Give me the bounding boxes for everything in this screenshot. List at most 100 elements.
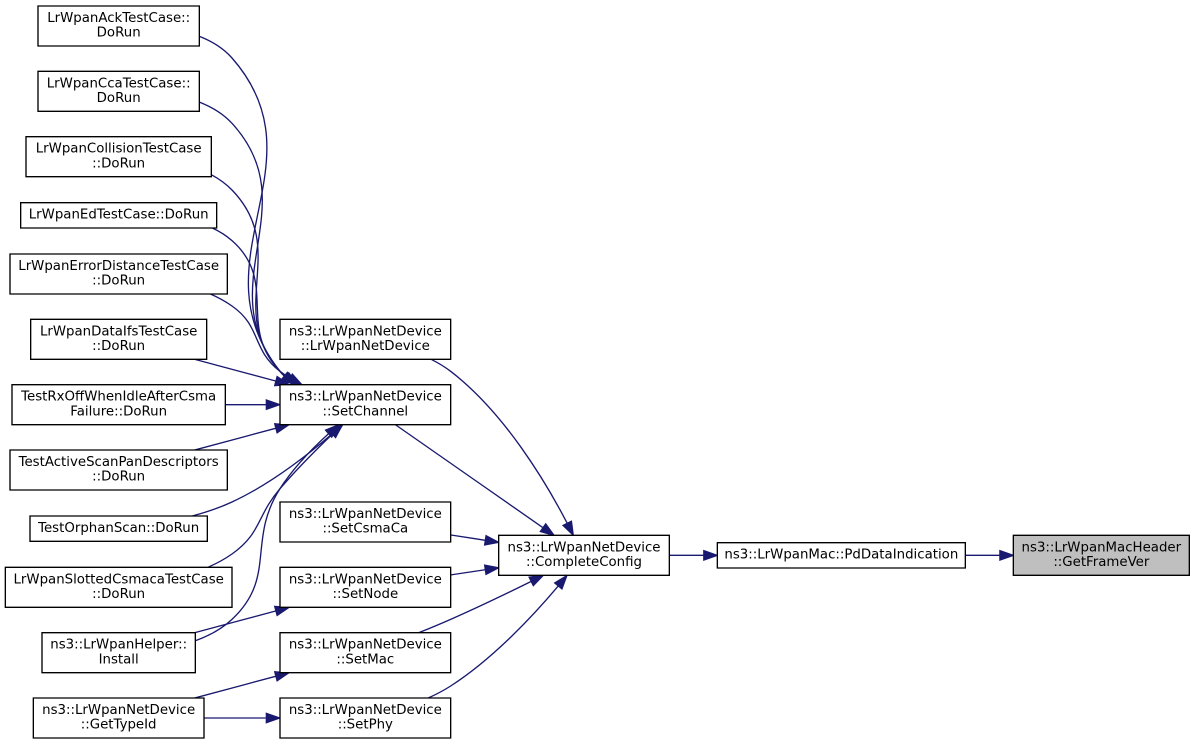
node-label-collision-dorun-line-1: ::DoRun xyxy=(92,156,145,171)
edge-path-setchannel-completeconfig xyxy=(395,424,543,528)
node-label-completeconfig-line-1: ::CompleteConfig xyxy=(526,555,642,570)
edge-arrowhead-setmac-completeconfig xyxy=(528,574,545,587)
edge-setmac-completeconfig xyxy=(418,574,545,634)
edge-path-activescanpan-dorun-setchannel xyxy=(194,427,276,451)
node-cca-dorun[interactable]: LrWpanCcaTestCase::DoRun xyxy=(37,70,200,112)
node-label-lrwpannetdevice-ctor-line-1: ::LrWpanNetDevice xyxy=(301,339,430,354)
edge-setchannel-completeconfig xyxy=(395,424,556,537)
node-label-gettypeid-line-1: ::GetTypeId xyxy=(81,718,157,733)
edge-path-lrwpannetdevice-ctor-completeconfig xyxy=(431,358,568,524)
node-gettypeid[interactable]: ns3::LrWpanNetDevice::GetTypeId xyxy=(32,697,205,739)
node-label-cca-dorun-line-0: LrWpanCcaTestCase:: xyxy=(47,76,191,91)
node-label-setcsmaca-line-1: ::SetCsmaCa xyxy=(322,522,408,537)
edge-setcsmaca-completeconfig xyxy=(450,534,501,546)
node-label-dataifs-dorun-line-1: ::DoRun xyxy=(92,339,145,354)
node-box-setcsmaca xyxy=(279,501,452,543)
edges-layer xyxy=(192,35,1016,724)
edge-pddataindication-getframever xyxy=(965,549,1016,561)
edge-lrwpannetdevice-ctor-completeconfig xyxy=(431,358,575,538)
node-box-ed-dorun xyxy=(20,202,218,229)
node-label-ed-dorun-line-0: LrWpanEdTestCase::DoRun xyxy=(29,208,209,223)
node-box-setphy xyxy=(279,697,452,739)
edge-path-helper-install-setnode xyxy=(194,610,276,634)
node-label-getframever-line-0: ns3::LrWpanMacHeader xyxy=(1022,540,1182,555)
node-completeconfig[interactable]: ns3::LrWpanNetDevice::CompleteConfig xyxy=(498,534,670,576)
node-label-activescanpan-dorun-line-0: TestActiveScanPanDescriptors xyxy=(18,455,219,470)
edge-setnode-completeconfig xyxy=(450,564,501,576)
edge-arrowhead-setphy-completeconfig xyxy=(553,574,569,591)
node-label-activescanpan-dorun-line-1: ::DoRun xyxy=(92,470,145,485)
edge-path-setphy-completeconfig xyxy=(427,585,559,699)
node-label-rxoffwhenidle-dorun-line-0: TestRxOffWhenIdleAfterCsma xyxy=(20,390,216,405)
node-box-activescanpan-dorun xyxy=(9,449,228,491)
edge-arrowhead-setcsmaca-completeconfig xyxy=(483,534,501,546)
edge-gettypeid-setphy xyxy=(204,712,282,724)
node-box-orphanscan-dorun xyxy=(29,515,208,542)
node-ack-dorun[interactable]: LrWpanAckTestCase::DoRun xyxy=(37,5,200,47)
edge-setphy-completeconfig xyxy=(427,574,569,699)
edge-ed-dorun-setchannel xyxy=(212,227,299,386)
node-box-rxoffwhenidle-dorun xyxy=(11,384,226,426)
node-label-helper-install-line-1: Install xyxy=(99,652,139,667)
node-box-collision-dorun xyxy=(25,136,212,178)
node-box-cca-dorun xyxy=(37,70,200,112)
node-label-slottedcsmaca-dorun-line-1: ::DoRun xyxy=(92,587,145,602)
node-box-dataifs-dorun xyxy=(30,318,208,360)
node-box-setchannel xyxy=(279,384,452,426)
edge-path-helper-install-setchannel xyxy=(195,433,329,642)
node-setphy[interactable]: ns3::LrWpanNetDevice::SetPhy xyxy=(279,697,452,739)
node-lrwpannetdevice-ctor[interactable]: ns3::LrWpanNetDevice::LrWpanNetDevice xyxy=(279,318,452,360)
node-activescanpan-dorun[interactable]: TestActiveScanPanDescriptors::DoRun xyxy=(9,449,228,491)
edge-rxoffwhenidle-dorun-setchannel xyxy=(225,399,282,411)
edge-helper-install-setnode xyxy=(194,605,291,634)
node-label-setphy-line-0: ns3::LrWpanNetDevice xyxy=(289,703,442,718)
node-box-setmac xyxy=(279,632,452,674)
node-helper-install[interactable]: ns3::LrWpanHelper::Install xyxy=(41,632,196,674)
node-box-helper-install xyxy=(41,632,196,674)
node-setcsmaca[interactable]: ns3::LrWpanNetDevice::SetCsmaCa xyxy=(279,501,452,543)
node-ed-dorun[interactable]: LrWpanEdTestCase::DoRun xyxy=(20,202,218,229)
node-getframever: ns3::LrWpanMacHeader::GetFrameVer xyxy=(1012,534,1190,576)
node-label-helper-install-line-0: ns3::LrWpanHelper:: xyxy=(50,638,187,653)
node-errordistance-dorun[interactable]: LrWpanErrorDistanceTestCase::DoRun xyxy=(9,253,228,295)
node-box-getframever xyxy=(1012,534,1190,576)
node-dataifs-dorun[interactable]: LrWpanDataIfsTestCase::DoRun xyxy=(30,318,208,360)
node-label-setmac-line-1: ::SetMac xyxy=(336,652,394,667)
node-label-setnode-line-0: ns3::LrWpanNetDevice xyxy=(289,572,442,587)
node-box-ack-dorun xyxy=(37,5,200,47)
node-setchannel[interactable]: ns3::LrWpanNetDevice::SetChannel xyxy=(279,384,452,426)
edge-activescanpan-dorun-setchannel xyxy=(194,423,291,451)
edge-path-setnode-completeconfig xyxy=(450,569,486,576)
node-label-errordistance-dorun-line-0: LrWpanErrorDistanceTestCase xyxy=(18,259,219,274)
node-slottedcsmaca-dorun[interactable]: LrWpanSlottedCsmacaTestCase::DoRun xyxy=(4,566,233,608)
node-box-setnode xyxy=(279,566,452,608)
node-label-ack-dorun-line-1: DoRun xyxy=(97,26,141,41)
node-label-setnode-line-1: ::SetNode xyxy=(333,587,399,602)
edge-path-errordistance-dorun-setchannel xyxy=(210,293,291,379)
node-collision-dorun[interactable]: LrWpanCollisionTestCase::DoRun xyxy=(25,136,212,178)
edge-arrowhead-helper-install-setchannel xyxy=(324,423,341,439)
node-setmac[interactable]: ns3::LrWpanNetDevice::SetMac xyxy=(279,632,452,674)
edge-path-setcsmaca-completeconfig xyxy=(450,534,486,541)
node-label-lrwpannetdevice-ctor-line-0: ns3::LrWpanNetDevice xyxy=(289,324,442,339)
edge-path-slottedcsmaca-dorun-setchannel xyxy=(207,433,333,568)
node-label-orphanscan-dorun-line-0: TestOrphanScan::DoRun xyxy=(37,521,199,536)
node-pddataindication[interactable]: ns3::LrWpanMac::PdDataIndication xyxy=(716,542,966,569)
node-label-rxoffwhenidle-dorun-line-1: Failure::DoRun xyxy=(70,404,167,419)
node-label-errordistance-dorun-line-1: ::DoRun xyxy=(92,274,145,289)
node-box-completeconfig xyxy=(498,534,670,576)
node-box-lrwpannetdevice-ctor xyxy=(279,318,452,360)
node-box-pddataindication xyxy=(716,542,966,569)
edge-arrowhead-setnode-completeconfig xyxy=(483,564,501,576)
node-orphanscan-dorun[interactable]: TestOrphanScan::DoRun xyxy=(29,515,208,542)
node-label-setmac-line-0: ns3::LrWpanNetDevice xyxy=(289,638,442,653)
node-label-setchannel-line-1: ::SetChannel xyxy=(323,404,409,419)
node-label-completeconfig-line-0: ns3::LrWpanNetDevice xyxy=(508,540,661,555)
node-setnode[interactable]: ns3::LrWpanNetDevice::SetNode xyxy=(279,566,452,608)
node-label-pddataindication-line-0: ns3::LrWpanMac::PdDataIndication xyxy=(724,548,958,563)
edge-path-cca-dorun-setchannel xyxy=(199,101,286,377)
edge-path-dataifs-dorun-setchannel xyxy=(194,358,276,382)
